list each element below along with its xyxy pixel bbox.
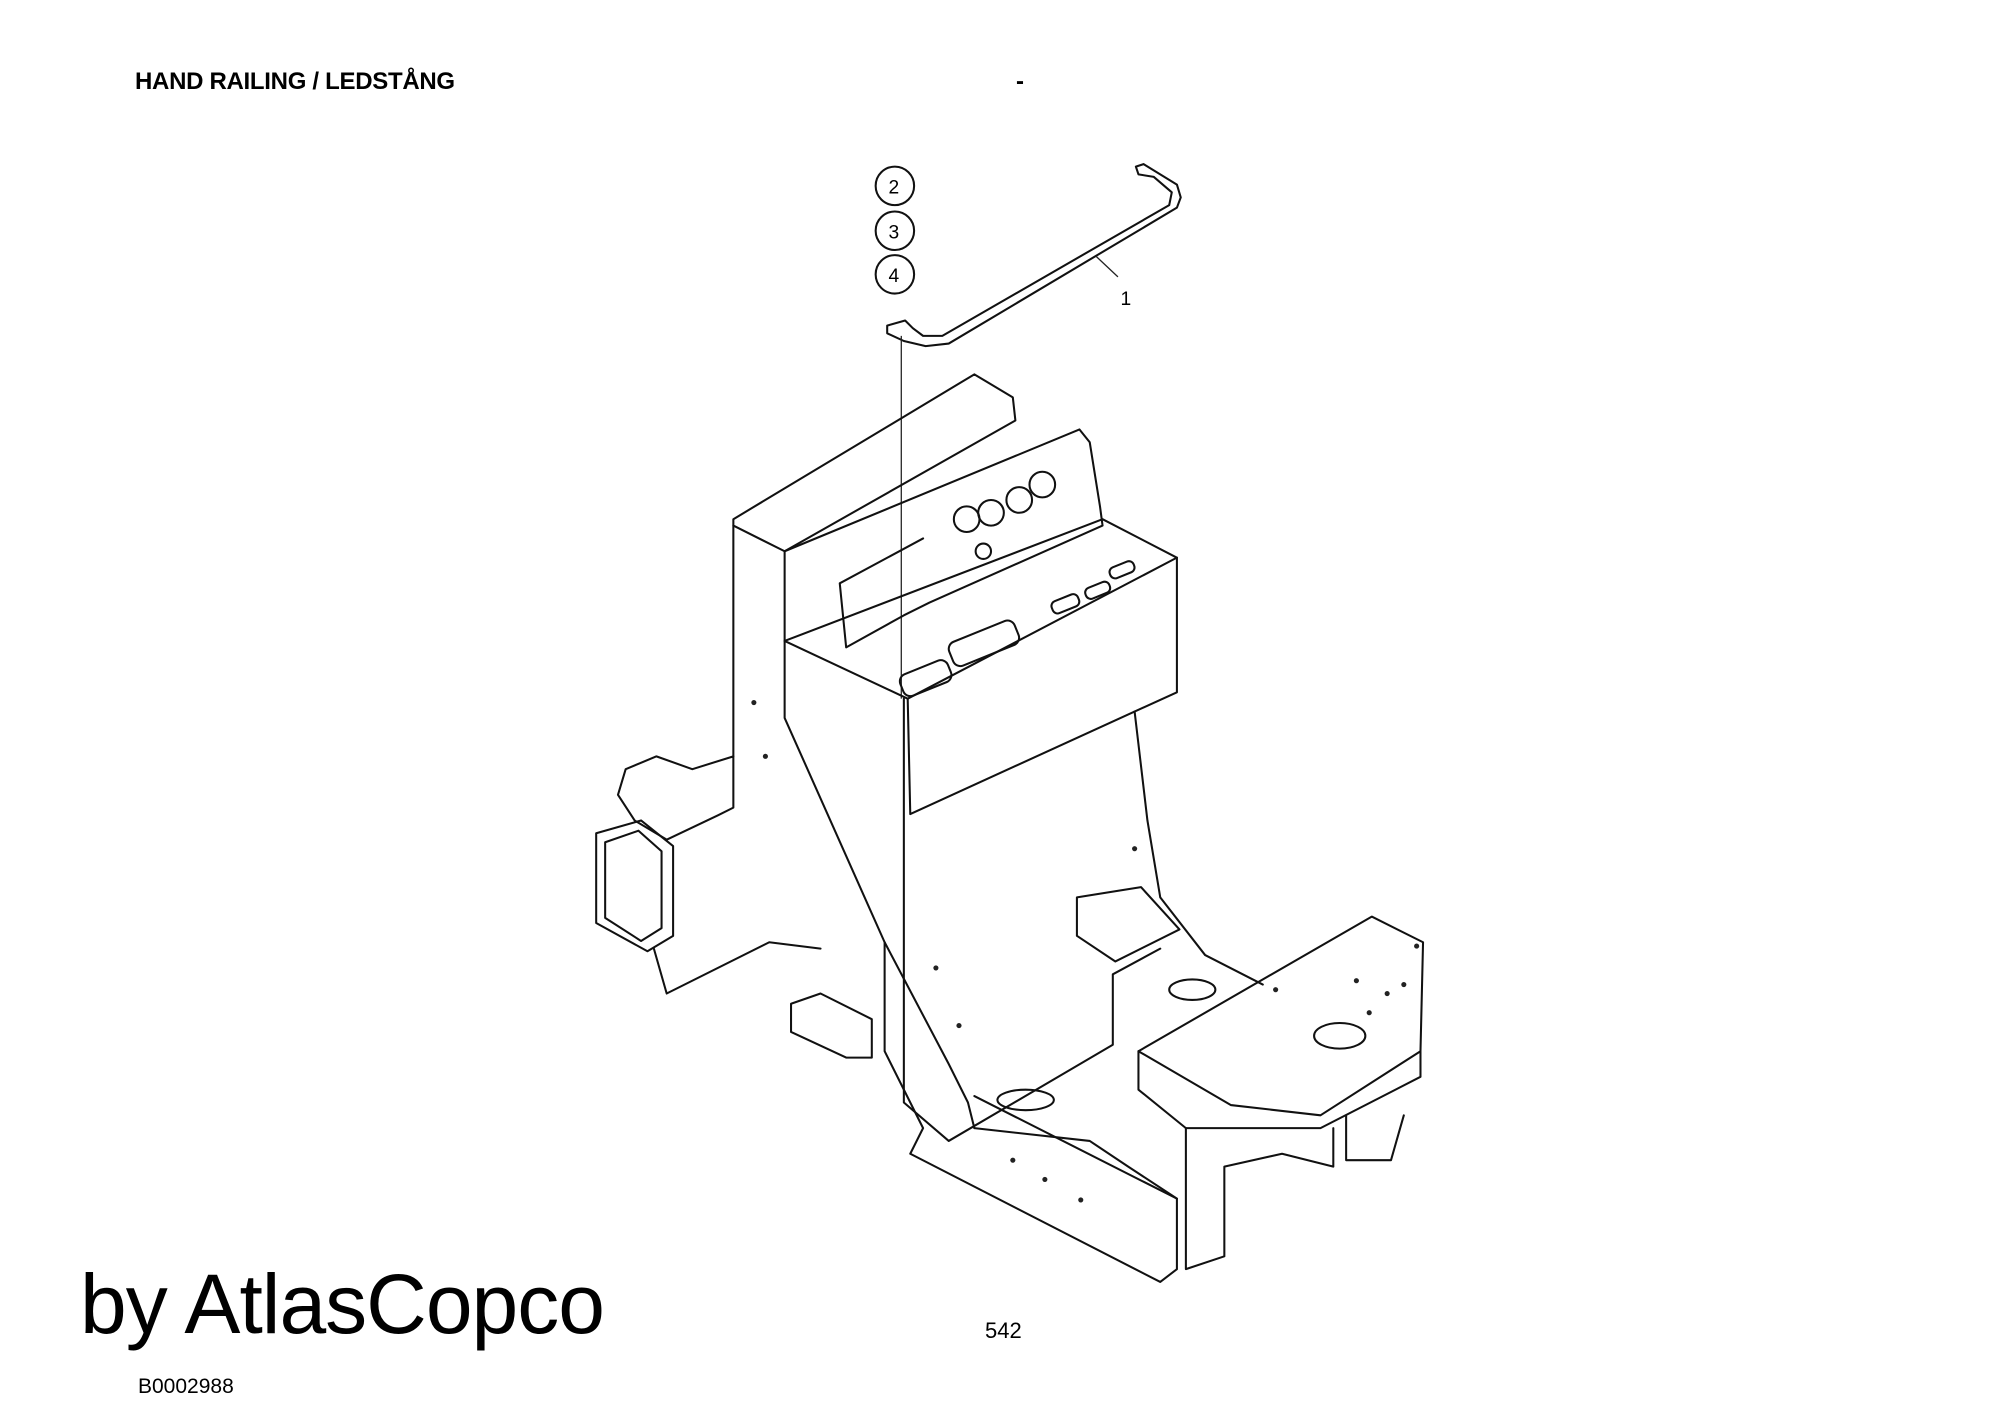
callout-item-2: 2 [874, 165, 916, 207]
variant-label: - [1016, 68, 1024, 95]
watermark-text: by AtlasCopco [80, 1257, 605, 1351]
callout-item-1-label: 1 [1121, 289, 1132, 310]
callout-item-4: 4 [874, 254, 916, 295]
document-id: B0002988 [138, 1375, 234, 1398]
page-title: HAND RAILING / LEDSTÅNG [135, 68, 455, 95]
callout-label: 4 [888, 266, 899, 287]
callout-label: 3 [888, 222, 899, 243]
page-number: 542 [985, 1318, 1022, 1343]
hand-rail-part [886, 163, 1182, 348]
frame-drawing [595, 373, 1425, 1283]
callout-item-3: 3 [874, 210, 916, 252]
callout-label: 2 [888, 178, 899, 199]
